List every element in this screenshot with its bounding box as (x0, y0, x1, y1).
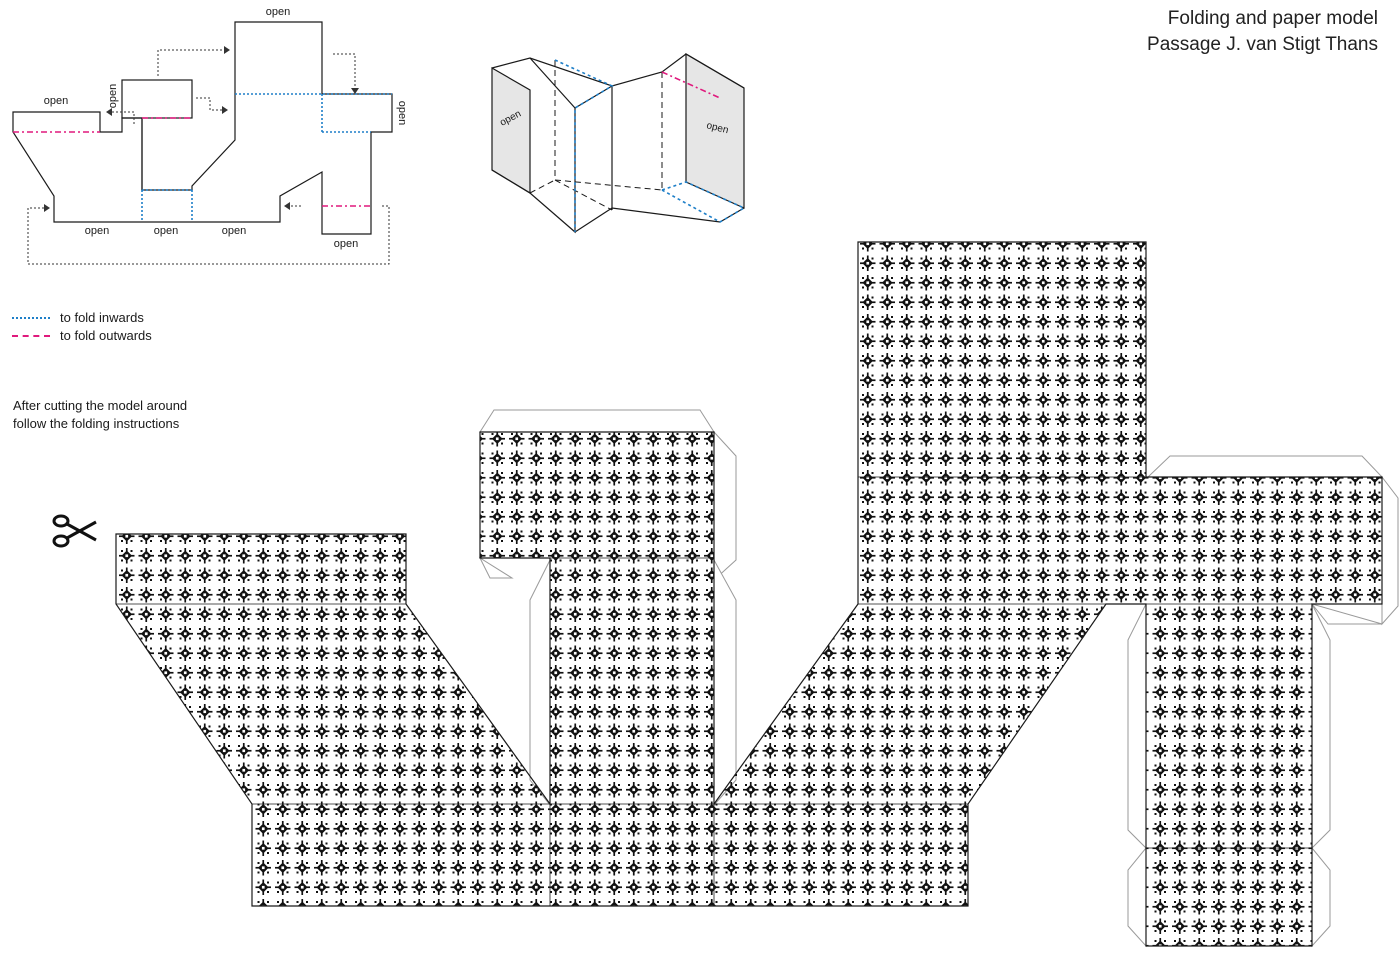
glue-tab (1311, 846, 1331, 948)
title-line-2: Passage J. van Stigt Thans (1147, 34, 1378, 55)
glue-tab (1146, 455, 1384, 478)
pattern-net (115, 241, 1383, 947)
arrow (196, 97, 222, 111)
open-label: open (705, 120, 729, 136)
arrow (157, 49, 224, 76)
glue-tab (478, 556, 514, 579)
glue-tab (1310, 603, 1383, 625)
instructions: After cutting the model around follow th… (13, 397, 233, 433)
glue-tab (713, 559, 737, 807)
isometric-model: open open (491, 52, 746, 234)
small-net-fold-lines (13, 93, 392, 222)
glue-tabs (478, 409, 1399, 948)
glue-tab (529, 559, 551, 807)
small-net-arrowheads (44, 46, 359, 212)
shaded-side-left (491, 66, 531, 195)
glue-tab (479, 409, 715, 433)
open-label: open (222, 225, 246, 237)
scissors-icon (52, 514, 97, 548)
glue-tab (1127, 846, 1147, 948)
glue-tab (1311, 603, 1331, 850)
small-net-diagram (12, 21, 393, 235)
inward-line-swatch (12, 316, 50, 319)
open-label: open (107, 84, 119, 108)
glue-tab (1381, 475, 1399, 626)
outward-line-swatch (12, 334, 50, 337)
legend-outward-label: to fold outwards (60, 328, 152, 343)
legend-outward: to fold outwards (12, 328, 152, 343)
small-net-arrows (27, 49, 390, 265)
legend-inward: to fold inwards (12, 310, 144, 325)
glue-tab (713, 430, 737, 582)
small-net-outline (12, 21, 393, 235)
instructions-line-1: After cutting the model around (13, 398, 188, 413)
instructions-line-2: follow the folding instructions (13, 416, 180, 431)
open-label: open (85, 225, 109, 237)
open-label: open (154, 225, 178, 237)
title-line-1: Folding and paper model (1167, 8, 1378, 29)
open-label: open (334, 238, 358, 250)
pattern-net-main (115, 241, 1383, 947)
open-label: open (396, 101, 408, 125)
arrow (333, 53, 356, 88)
open-label: open (44, 95, 68, 107)
glue-tab (1127, 603, 1147, 850)
legend-inward-label: to fold inwards (60, 310, 144, 325)
arrow (112, 111, 135, 124)
arrow (27, 205, 390, 265)
open-label: open (266, 6, 290, 18)
title-block: Folding and paper model Passage J. van S… (1147, 6, 1378, 58)
